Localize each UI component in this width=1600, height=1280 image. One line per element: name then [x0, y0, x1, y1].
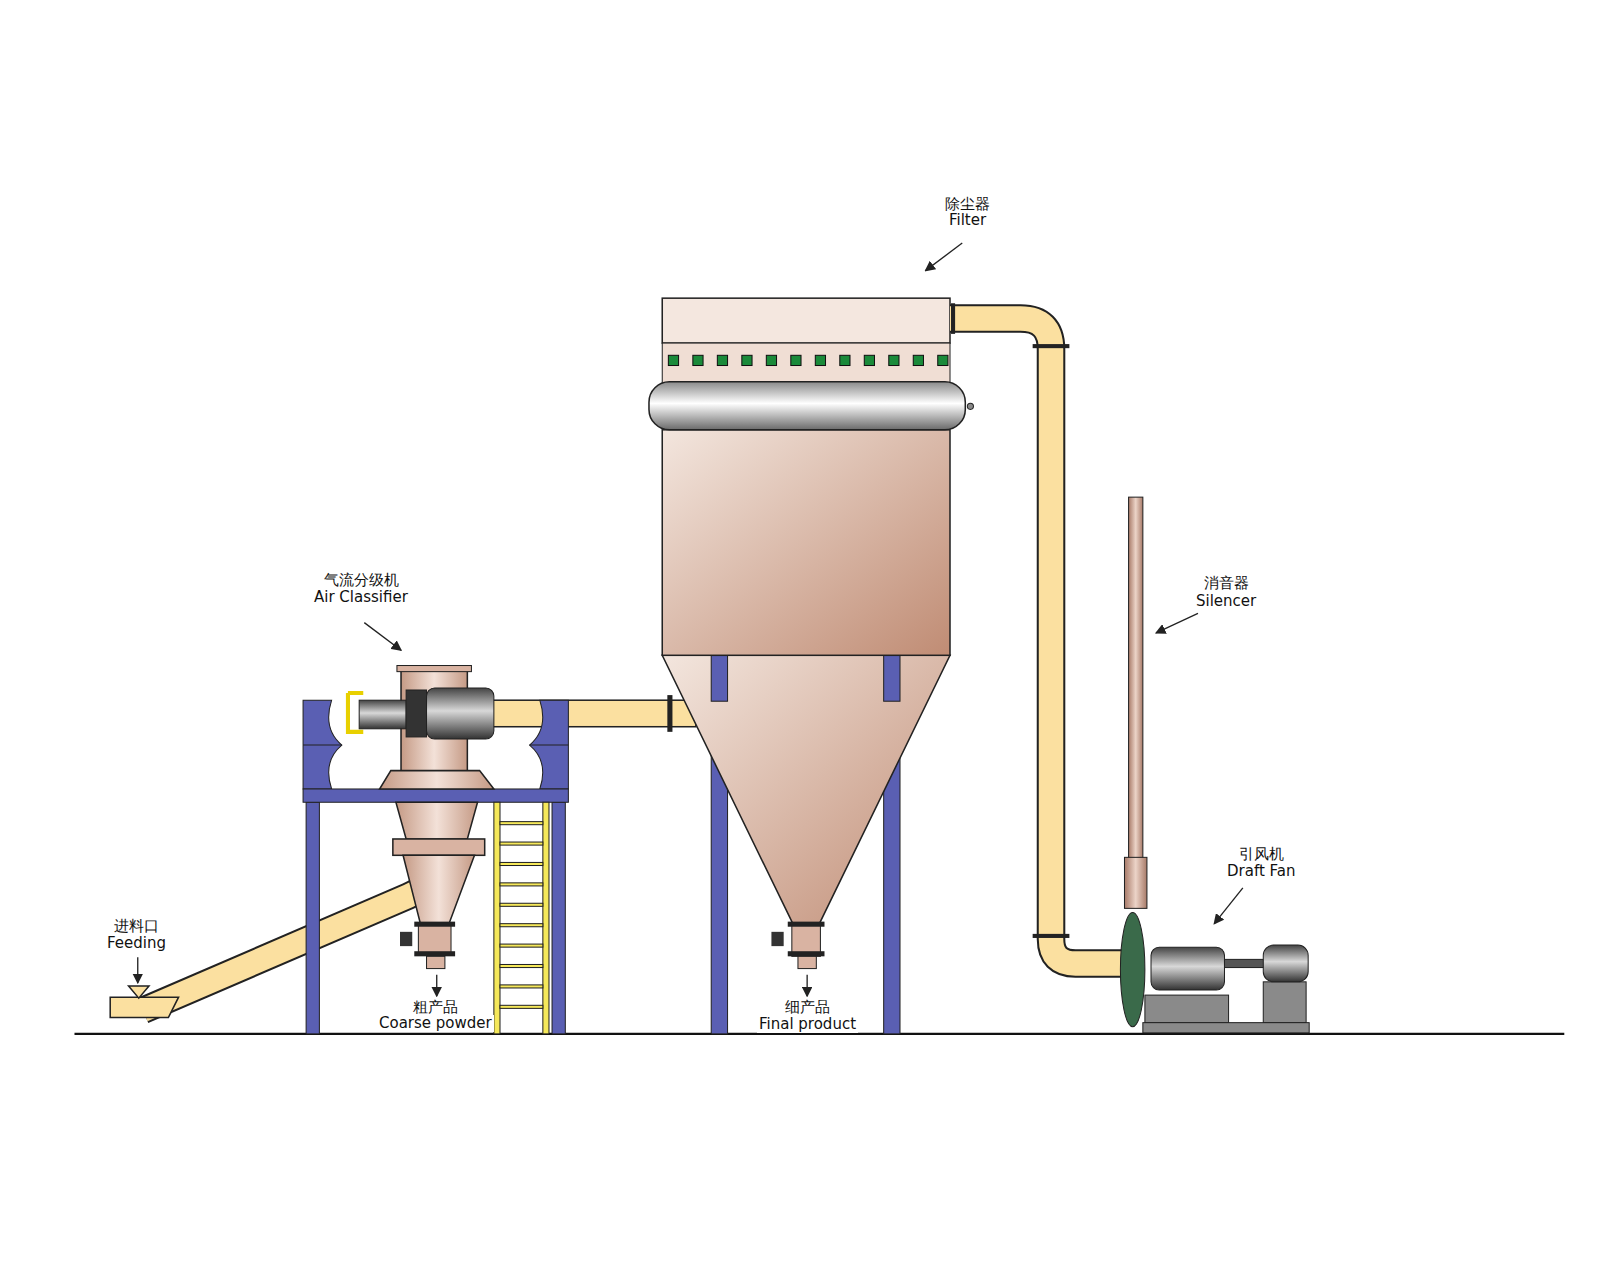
callout-label: Air Classifier — [312, 589, 410, 606]
callout-label: Coarse powder — [377, 1015, 494, 1032]
callout-label: 细产品 — [783, 999, 832, 1016]
callout-label: 除尘器 — [943, 196, 992, 213]
callout-label: Final product — [757, 1016, 858, 1033]
callout-label: Filter — [947, 212, 988, 229]
callout-label: Draft Fan — [1225, 863, 1298, 880]
callout-label: 消音器 — [1202, 575, 1251, 592]
callout-label: 粗产品 — [411, 999, 460, 1016]
callout-label: 引风机 — [1237, 846, 1286, 863]
callout-label: 进料口 — [112, 918, 161, 935]
callout-label: Silencer — [1194, 593, 1258, 610]
callout-label: 气流分级机 — [322, 572, 401, 589]
callout-label: Feeding — [105, 935, 168, 952]
